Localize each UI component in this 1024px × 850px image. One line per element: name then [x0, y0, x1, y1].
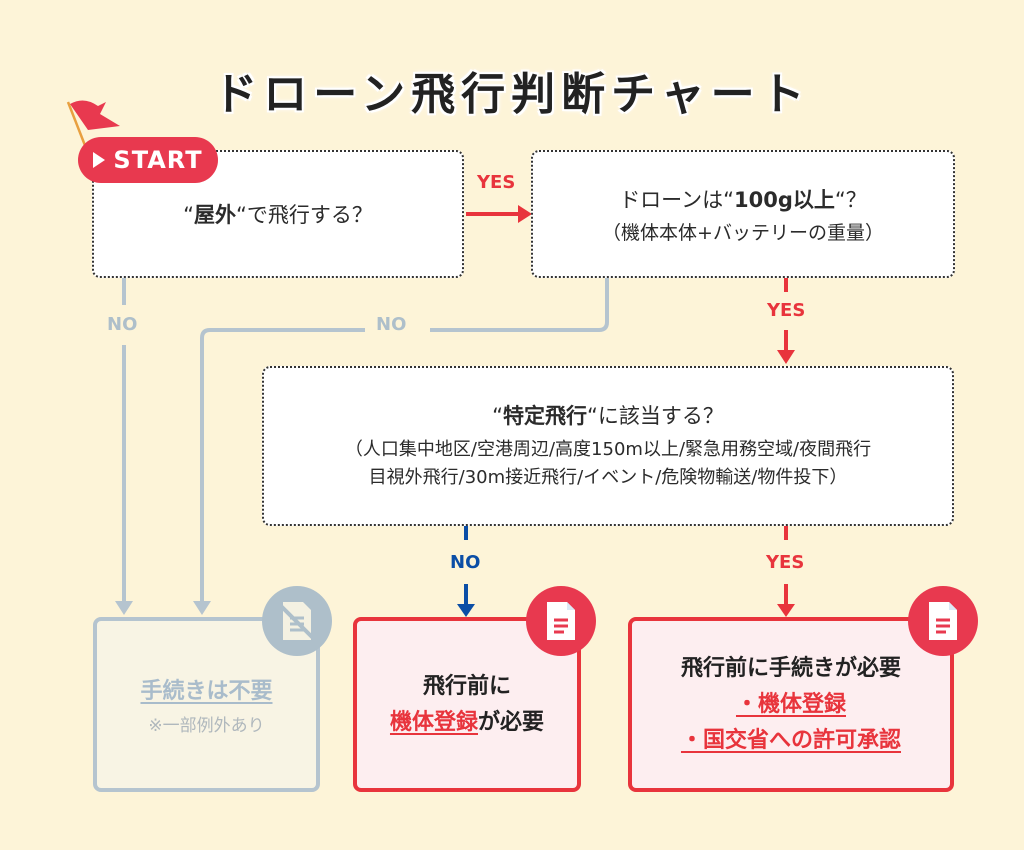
q3-suffix: “に該当する？ — [587, 404, 724, 428]
q1-no-arrow — [115, 278, 133, 615]
q1-suffix: “で飛行する？ — [236, 203, 373, 227]
question-specific-flight-text: “特定飛行“に該当する？ — [492, 400, 724, 430]
start-badge: START — [78, 137, 218, 183]
q2-suffix: “？ — [834, 187, 867, 212]
document-icon — [908, 586, 978, 656]
result-no-procedure-title: 手続きは不要 — [140, 679, 273, 704]
q3-bold: 特定飛行 — [503, 404, 587, 428]
q3-prefix: “ — [492, 404, 503, 428]
question-specific-flight-sub1: （人口集中地区/空港周辺/高度150m以上/緊急用務空域/夜間飛行 — [344, 439, 872, 460]
question-outdoor-text: “屋外“で飛行する？ — [183, 199, 373, 229]
q3-no-arrow — [457, 526, 475, 617]
result-registration-line1: 飛行前に — [422, 673, 511, 699]
question-weight-subtext: （機体本体+バッテリーの重量） — [602, 221, 884, 244]
q2-no-label: NO — [376, 314, 407, 335]
chart-title: ドローン飛行判断チャート — [213, 69, 811, 120]
question-specific-flight-sub2: 目視外飛行/30m接近飛行/イベント/危険物輸送/物件投下） — [368, 467, 848, 488]
result-no-procedure-note: ※一部例外あり — [148, 716, 265, 736]
question-weight-box: ドローンは“100g以上“？ （機体本体+バッテリーの重量） — [531, 150, 955, 278]
q3-yes-arrow — [777, 526, 795, 617]
play-icon — [93, 152, 106, 168]
result-full-title: 飛行前に手続きが必要 — [680, 655, 901, 681]
q2-no-arrow — [193, 278, 609, 615]
question-weight-text: ドローンは“100g以上“？ — [619, 184, 867, 214]
q2-bold: 100g以上 — [734, 187, 835, 212]
start-label: START — [113, 146, 203, 174]
q2-prefix: ドローンは“ — [619, 187, 735, 212]
full-registration-link[interactable]: ・機体登録 — [735, 691, 846, 717]
q2-yes-label: YES — [767, 300, 806, 321]
full-permission-link[interactable]: ・国交省への許可承認 — [680, 727, 901, 753]
question-specific-flight-box: “特定飛行“に該当する？ （人口集中地区/空港周辺/高度150m以上/緊急用務空… — [262, 366, 954, 526]
q3-no-label: NO — [450, 552, 481, 573]
document-icon — [526, 586, 596, 656]
q1-prefix: “ — [183, 203, 194, 227]
q1-yes-arrow — [466, 205, 532, 223]
q1-yes-label: YES — [477, 172, 516, 193]
result-registration-line2: 機体登録が必要 — [390, 705, 544, 741]
q1-bold: 屋外 — [194, 203, 236, 227]
registration-suffix: が必要 — [478, 709, 545, 735]
registration-link[interactable]: 機体登録 — [389, 709, 478, 735]
result-full-procedure-box: 飛行前に手続きが必要 ・機体登録 ・国交省への許可承認 — [628, 617, 954, 792]
q3-yes-label: YES — [766, 552, 805, 573]
q1-no-label: NO — [107, 314, 138, 335]
question-outdoor-box: “屋外“で飛行する？ — [92, 150, 464, 278]
flag-icon — [66, 100, 120, 149]
no-document-icon — [262, 586, 332, 656]
q2-yes-arrow — [777, 278, 795, 364]
